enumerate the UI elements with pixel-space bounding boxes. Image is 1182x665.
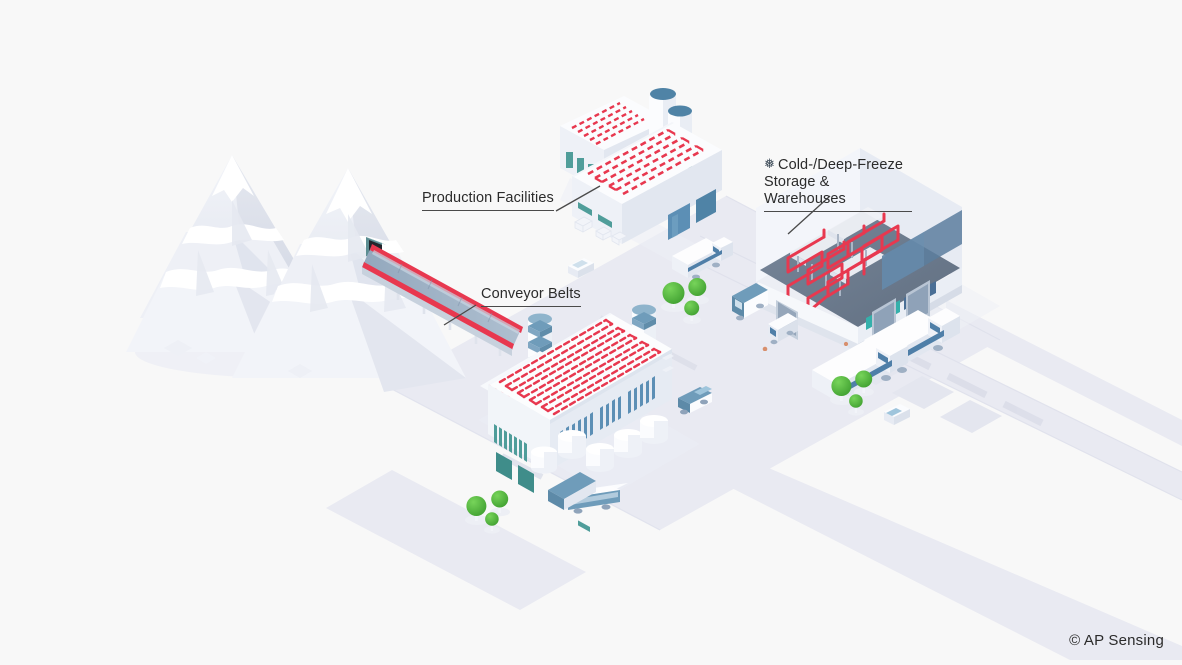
silos xyxy=(531,415,668,474)
vegetation xyxy=(465,278,874,534)
car-upper-road xyxy=(568,258,594,278)
copyright-notice: © AP Sensing xyxy=(1069,632,1164,649)
facade-windows-left xyxy=(578,202,612,228)
tree-cluster-center xyxy=(661,278,709,324)
leader-production xyxy=(555,185,601,212)
cold-deep-freeze-warehouse xyxy=(756,148,1000,364)
callout-cold-line1: Cold-/Deep-Freeze xyxy=(778,157,903,173)
tree-cluster-lower-left xyxy=(465,490,510,534)
leader-cold-storage xyxy=(787,195,831,235)
callout-conveyor-belts: Conveyor Belts xyxy=(481,286,581,307)
crates-front xyxy=(574,216,628,246)
callout-cold-line2: Storage & Warehouses xyxy=(764,174,846,207)
worker-figures xyxy=(762,341,849,358)
roof-vents xyxy=(662,354,674,372)
tree-cluster-right xyxy=(830,370,874,416)
main-production-plant xyxy=(478,304,700,496)
callout-production-text: Production Facilities xyxy=(422,190,554,206)
van-warehouse-left xyxy=(732,283,768,321)
vehicles xyxy=(548,237,960,514)
van-gate xyxy=(884,404,910,425)
leader-conveyor xyxy=(443,304,477,326)
production-facility-upper xyxy=(560,88,722,533)
facade-windows-teal xyxy=(494,424,534,493)
callout-production-facilities: Production Facilities xyxy=(422,190,554,211)
conveyor-belt xyxy=(362,244,523,356)
car-plant-right xyxy=(678,386,712,415)
callout-leader-lines xyxy=(443,185,831,326)
truck-lower-road xyxy=(548,472,596,510)
facade-windows-right xyxy=(668,189,716,240)
callout-conveyor-text: Conveyor Belts xyxy=(481,286,581,302)
van-warehouse-lower xyxy=(768,313,798,345)
truck-road-upper xyxy=(672,237,733,280)
ground-and-roads xyxy=(326,195,1182,660)
snowflake-icon: ❅ xyxy=(764,156,775,171)
callout-cold-storage: ❅Cold-/Deep-Freeze Storage & Warehouses xyxy=(764,155,912,212)
